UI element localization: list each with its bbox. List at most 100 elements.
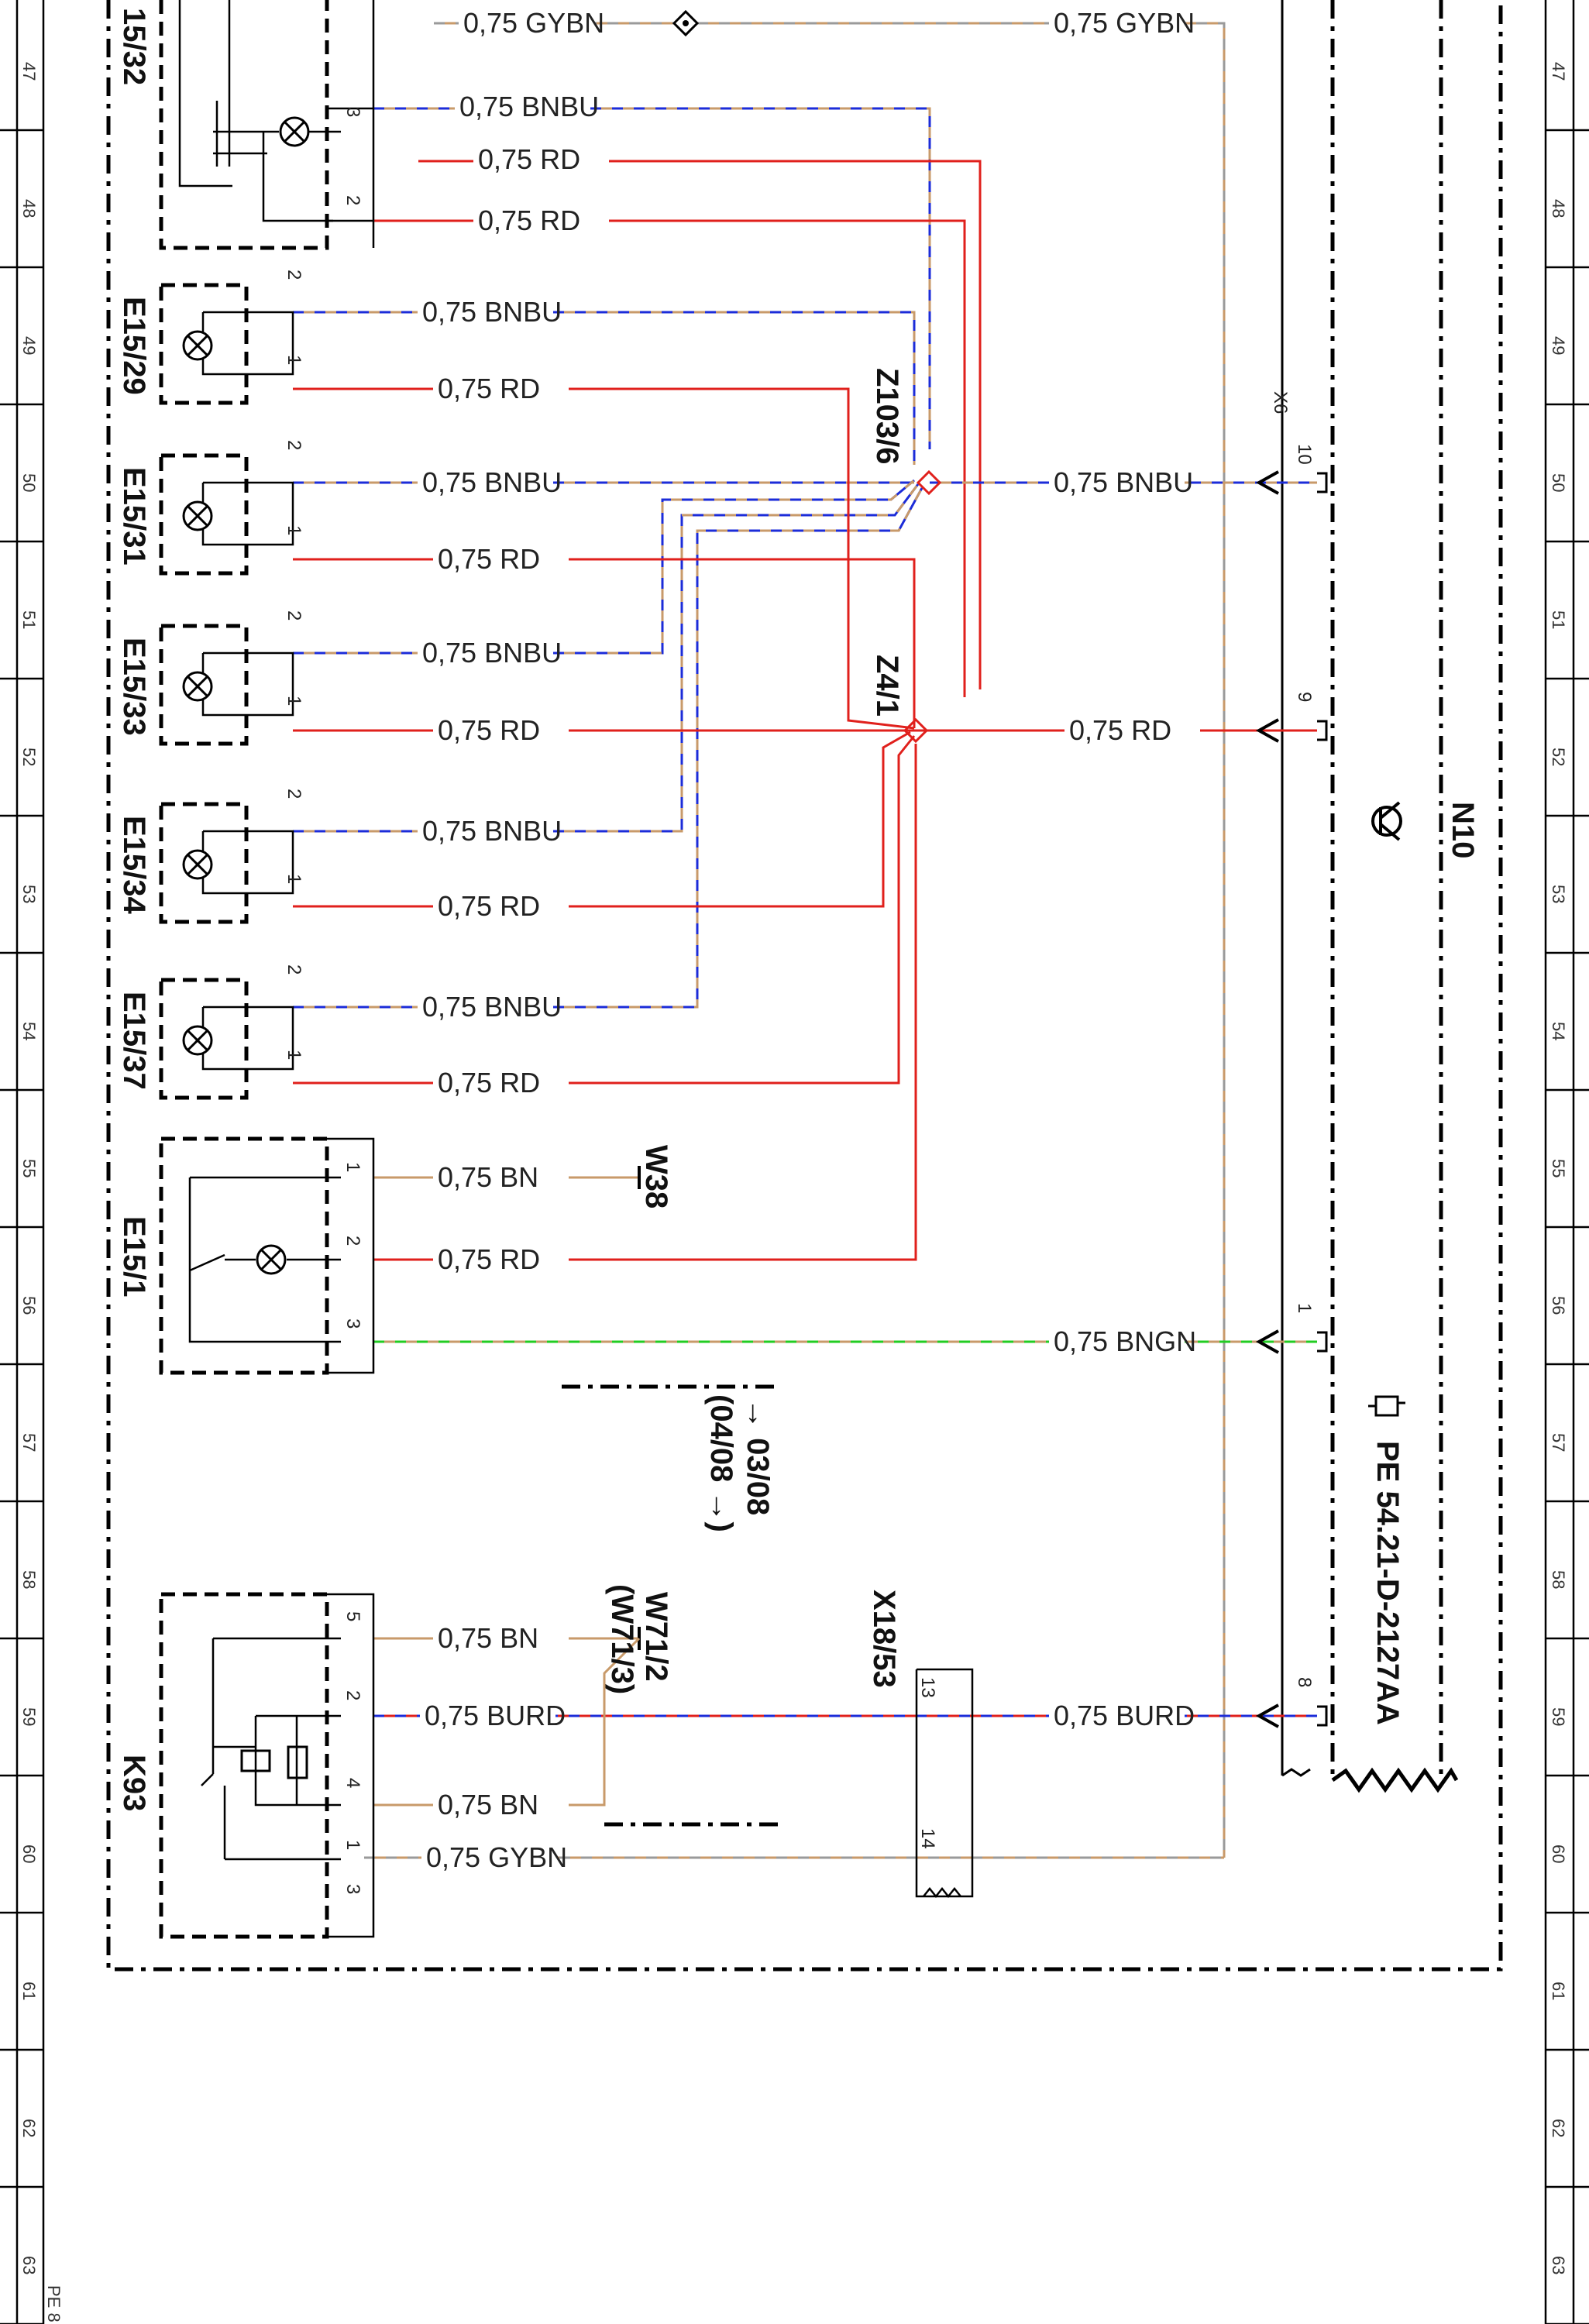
- grid-number: 58: [19, 1570, 39, 1589]
- svg-text:2: 2: [284, 610, 304, 621]
- svg-text:2: 2: [284, 964, 304, 975]
- validity-note: → 03/08 (04/08 →): [562, 1384, 779, 1827]
- wire-bnbu: [293, 479, 915, 655]
- wire-label: 0,75 BN: [438, 1161, 538, 1193]
- wire-label: 0,75 RD: [438, 714, 540, 746]
- wire-label: 0,75 GYBN: [1054, 7, 1195, 39]
- grid-number: 60: [1549, 1844, 1568, 1863]
- svg-text:3: 3: [342, 107, 363, 117]
- wire-label: 0,75 BNBU: [422, 815, 562, 847]
- svg-text:1: 1: [284, 874, 304, 884]
- e15-31-label: E15/31: [117, 467, 151, 566]
- wire-bnbu: [293, 487, 923, 1009]
- z103-6-label: Z103/6: [870, 368, 904, 465]
- svg-text:1: 1: [284, 1050, 304, 1060]
- wire-bnbu: [293, 483, 920, 833]
- wire-label: 0,75 RD: [478, 205, 580, 236]
- e15-32-label: 15/32: [117, 8, 151, 85]
- e15-37-label: E15/37: [117, 992, 151, 1090]
- connector-arrow-icon: [1255, 1329, 1279, 1354]
- wire-label: 0,75 RD: [438, 373, 540, 404]
- grid-number: 49: [19, 336, 39, 355]
- grid-number: 55: [1549, 1159, 1568, 1177]
- svg-text:2: 2: [342, 1690, 363, 1700]
- svg-text:1: 1: [1294, 1303, 1315, 1313]
- resistor-icon: [287, 1745, 308, 1779]
- grid-number: 51: [19, 610, 39, 629]
- wire-label: 0,75 BN: [438, 1789, 538, 1820]
- grid-number: 62: [19, 2119, 39, 2137]
- grid-number: 53: [1549, 885, 1568, 903]
- svg-text:2: 2: [342, 1236, 363, 1246]
- svg-text:2: 2: [342, 195, 363, 205]
- grid-number: 57: [1549, 1433, 1568, 1452]
- svg-text:1: 1: [284, 696, 304, 706]
- k93-component: K93 5 2 4 1 3: [117, 1592, 375, 1939]
- wire-label: 0,75 BNBU: [422, 466, 562, 498]
- wire-label: 0,75 RD: [438, 543, 540, 575]
- svg-text:1: 1: [342, 1162, 363, 1172]
- z4-1-label: Z4/1: [870, 655, 904, 717]
- e15-32-component: 15/32 3 2: [117, 0, 375, 250]
- wire-rd: [293, 558, 916, 728]
- z103-6-splice-icon: [916, 469, 942, 496]
- svg-text:14: 14: [917, 1828, 938, 1849]
- grid-number: 51: [1549, 610, 1568, 629]
- wire-label: 0,75 BNBU: [422, 637, 562, 669]
- wire-label: 0,75 RD: [438, 1243, 540, 1275]
- wire-label: 0,75 BN: [438, 1622, 538, 1654]
- lamp-icon: [182, 500, 213, 531]
- wire-label: 0,75 RD: [438, 890, 540, 922]
- grid-number: 50: [19, 473, 39, 492]
- grid-number: 58: [1549, 1570, 1568, 1589]
- wire-label: 0,75 BURD: [425, 1700, 566, 1731]
- grid-number: 60: [19, 1844, 39, 1863]
- wire-label: 0,75 GYBN: [463, 7, 604, 39]
- e15-33-label: E15/33: [117, 638, 151, 736]
- wire-label: 0,75 GYBN: [426, 1841, 567, 1873]
- x18-53-label: X18/53: [867, 1590, 901, 1688]
- connector-arrow-icon: [1255, 1703, 1279, 1728]
- e15-37-component: E15/37 2 1: [117, 964, 304, 1100]
- grid-number: 47: [19, 62, 39, 81]
- grid-number: 59: [1549, 1707, 1568, 1726]
- grid-number: 59: [19, 1707, 39, 1726]
- svg-text:13: 13: [917, 1677, 938, 1698]
- svg-text:2: 2: [284, 440, 304, 450]
- svg-text:(04/08 →): (04/08 →): [704, 1394, 738, 1532]
- wire-label: 0,75 BNGN: [1054, 1325, 1196, 1357]
- x6-label: X6: [1270, 391, 1291, 414]
- grid-number: 57: [19, 1433, 39, 1452]
- grid-number: 56: [1549, 1296, 1568, 1315]
- wires: 0,75 GYBN 0,75 GYBN 0,75 GYBN 0,75 BNBU 0,75…: [293, 7, 1328, 1873]
- grid-number: 61: [19, 1982, 39, 2000]
- grid-number: 50: [1549, 473, 1568, 492]
- lamp-icon: [256, 1244, 287, 1275]
- e15-34-label: E15/34: [117, 816, 151, 915]
- e15-1-label: E15/1: [117, 1216, 151, 1298]
- n10-label: N10: [1446, 802, 1480, 858]
- lamp-icon: [182, 849, 213, 880]
- reference-note: PE 54.21-D-2127AA: [1371, 1441, 1405, 1725]
- svg-text:1: 1: [284, 355, 304, 365]
- grid-number: 47: [1549, 62, 1568, 81]
- wire-label: 0,75 BURD: [1054, 1700, 1195, 1731]
- svg-text:5: 5: [342, 1611, 363, 1621]
- wire-label: 0,75 RD: [438, 1067, 540, 1098]
- svg-text:8: 8: [1294, 1677, 1315, 1687]
- wire-rd: [293, 735, 916, 1085]
- svg-text:9: 9: [1294, 692, 1315, 702]
- connector-arrow-icon: [1255, 470, 1279, 495]
- svg-text:2: 2: [284, 270, 304, 280]
- grid-number: 54: [19, 1022, 39, 1040]
- hand-pointer-icon: [1368, 1395, 1405, 1417]
- grid-number: 62: [1549, 2119, 1568, 2137]
- e15-1-component: E15/1 1 2 3: [117, 1136, 375, 1375]
- transistor-icon: [1371, 801, 1402, 841]
- svg-text:1: 1: [342, 1840, 363, 1850]
- grid-number: 53: [19, 885, 39, 903]
